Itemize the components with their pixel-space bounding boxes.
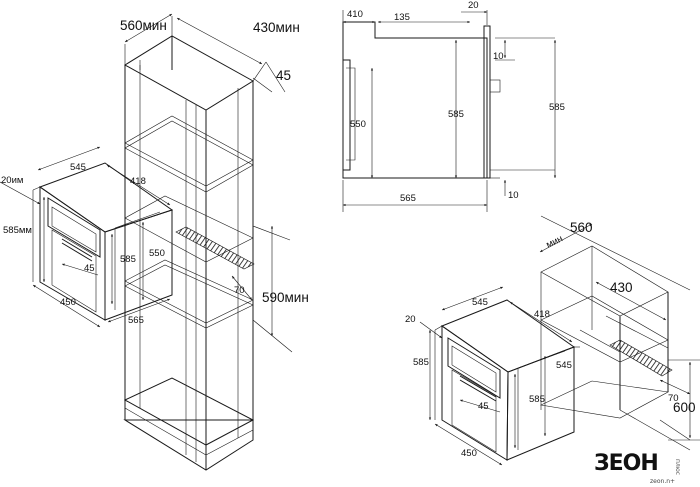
oven-left-dims: 545 418 20им 585мм 585 550 45 450 565 xyxy=(0,146,171,328)
side-h-right: 585 xyxy=(549,102,565,113)
side-view-dims: 410 135 20 10 550 585 585 10 565 xyxy=(342,0,565,212)
oven-left-height-side: 585 xyxy=(120,254,136,265)
oven-right-height-front: 585 xyxy=(413,357,429,368)
oven-left-top-gap: 20им xyxy=(1,175,23,186)
oven-right-handle: 45 xyxy=(478,401,489,412)
side-total: 565 xyxy=(400,193,416,204)
side-d4: 10 xyxy=(493,51,504,62)
side-view xyxy=(342,21,501,179)
side-h-inner: 550 xyxy=(350,119,366,130)
tall-width-label: 560мин xyxy=(120,18,167,33)
oven-right-top-depth: 545 xyxy=(472,297,488,308)
side-h-mid: 585 xyxy=(448,109,464,120)
side-d3: 20 xyxy=(468,0,479,11)
logo-sub: плюс xyxy=(674,459,681,475)
oven-left xyxy=(32,162,174,321)
tall-cabinet-dims: 560мин 430мин 45 590мин 70 xyxy=(120,13,309,353)
tall-cabinet xyxy=(123,35,255,471)
cabinet-right xyxy=(539,245,673,419)
cutout-height-label: 590мин xyxy=(262,290,309,305)
cab-width-prefix: мин xyxy=(544,233,564,250)
oven-right-top-gap: 20 xyxy=(405,314,416,325)
logo-brand: ЗЕОН xyxy=(594,451,658,476)
side-d2: 135 xyxy=(394,12,410,23)
side-d5: 10 xyxy=(508,190,519,201)
oven-left-height-front: 585мм xyxy=(3,225,32,236)
cab-height: 600 xyxy=(673,400,696,415)
oven-right-dims: 545 418 20 585 585 545 45 450 xyxy=(405,286,580,466)
oven-right-height-side: 585 xyxy=(529,394,545,405)
oven-left-full-depth: 565 xyxy=(128,315,144,326)
brand-logo: ЗЕОН плюс zeon.n+ xyxy=(594,451,681,485)
logo-tag: zeon.n+ xyxy=(650,478,675,485)
oven-right-depth: 418 xyxy=(534,309,550,320)
oven-left-handle: 45 xyxy=(84,263,95,274)
oven-left-depth: 418 xyxy=(130,176,146,187)
tall-offset-label: 45 xyxy=(276,68,291,83)
oven-left-height-inner: 550 xyxy=(149,248,165,259)
oven-left-width: 450 xyxy=(60,297,76,308)
cab-vent-depth: 70 xyxy=(668,393,679,404)
side-d1: 410 xyxy=(347,9,363,20)
oven-right-width: 450 xyxy=(461,448,477,459)
oven-left-top-depth: 545 xyxy=(70,162,86,173)
cab-depth: 430 xyxy=(610,280,633,295)
oven-right-height-right: 545 xyxy=(556,360,572,371)
tall-depth-label: 430мин xyxy=(253,20,300,35)
tall-vent-label: 70 xyxy=(234,285,245,296)
oven-right xyxy=(434,299,576,461)
cab-width: 560 xyxy=(570,220,593,235)
